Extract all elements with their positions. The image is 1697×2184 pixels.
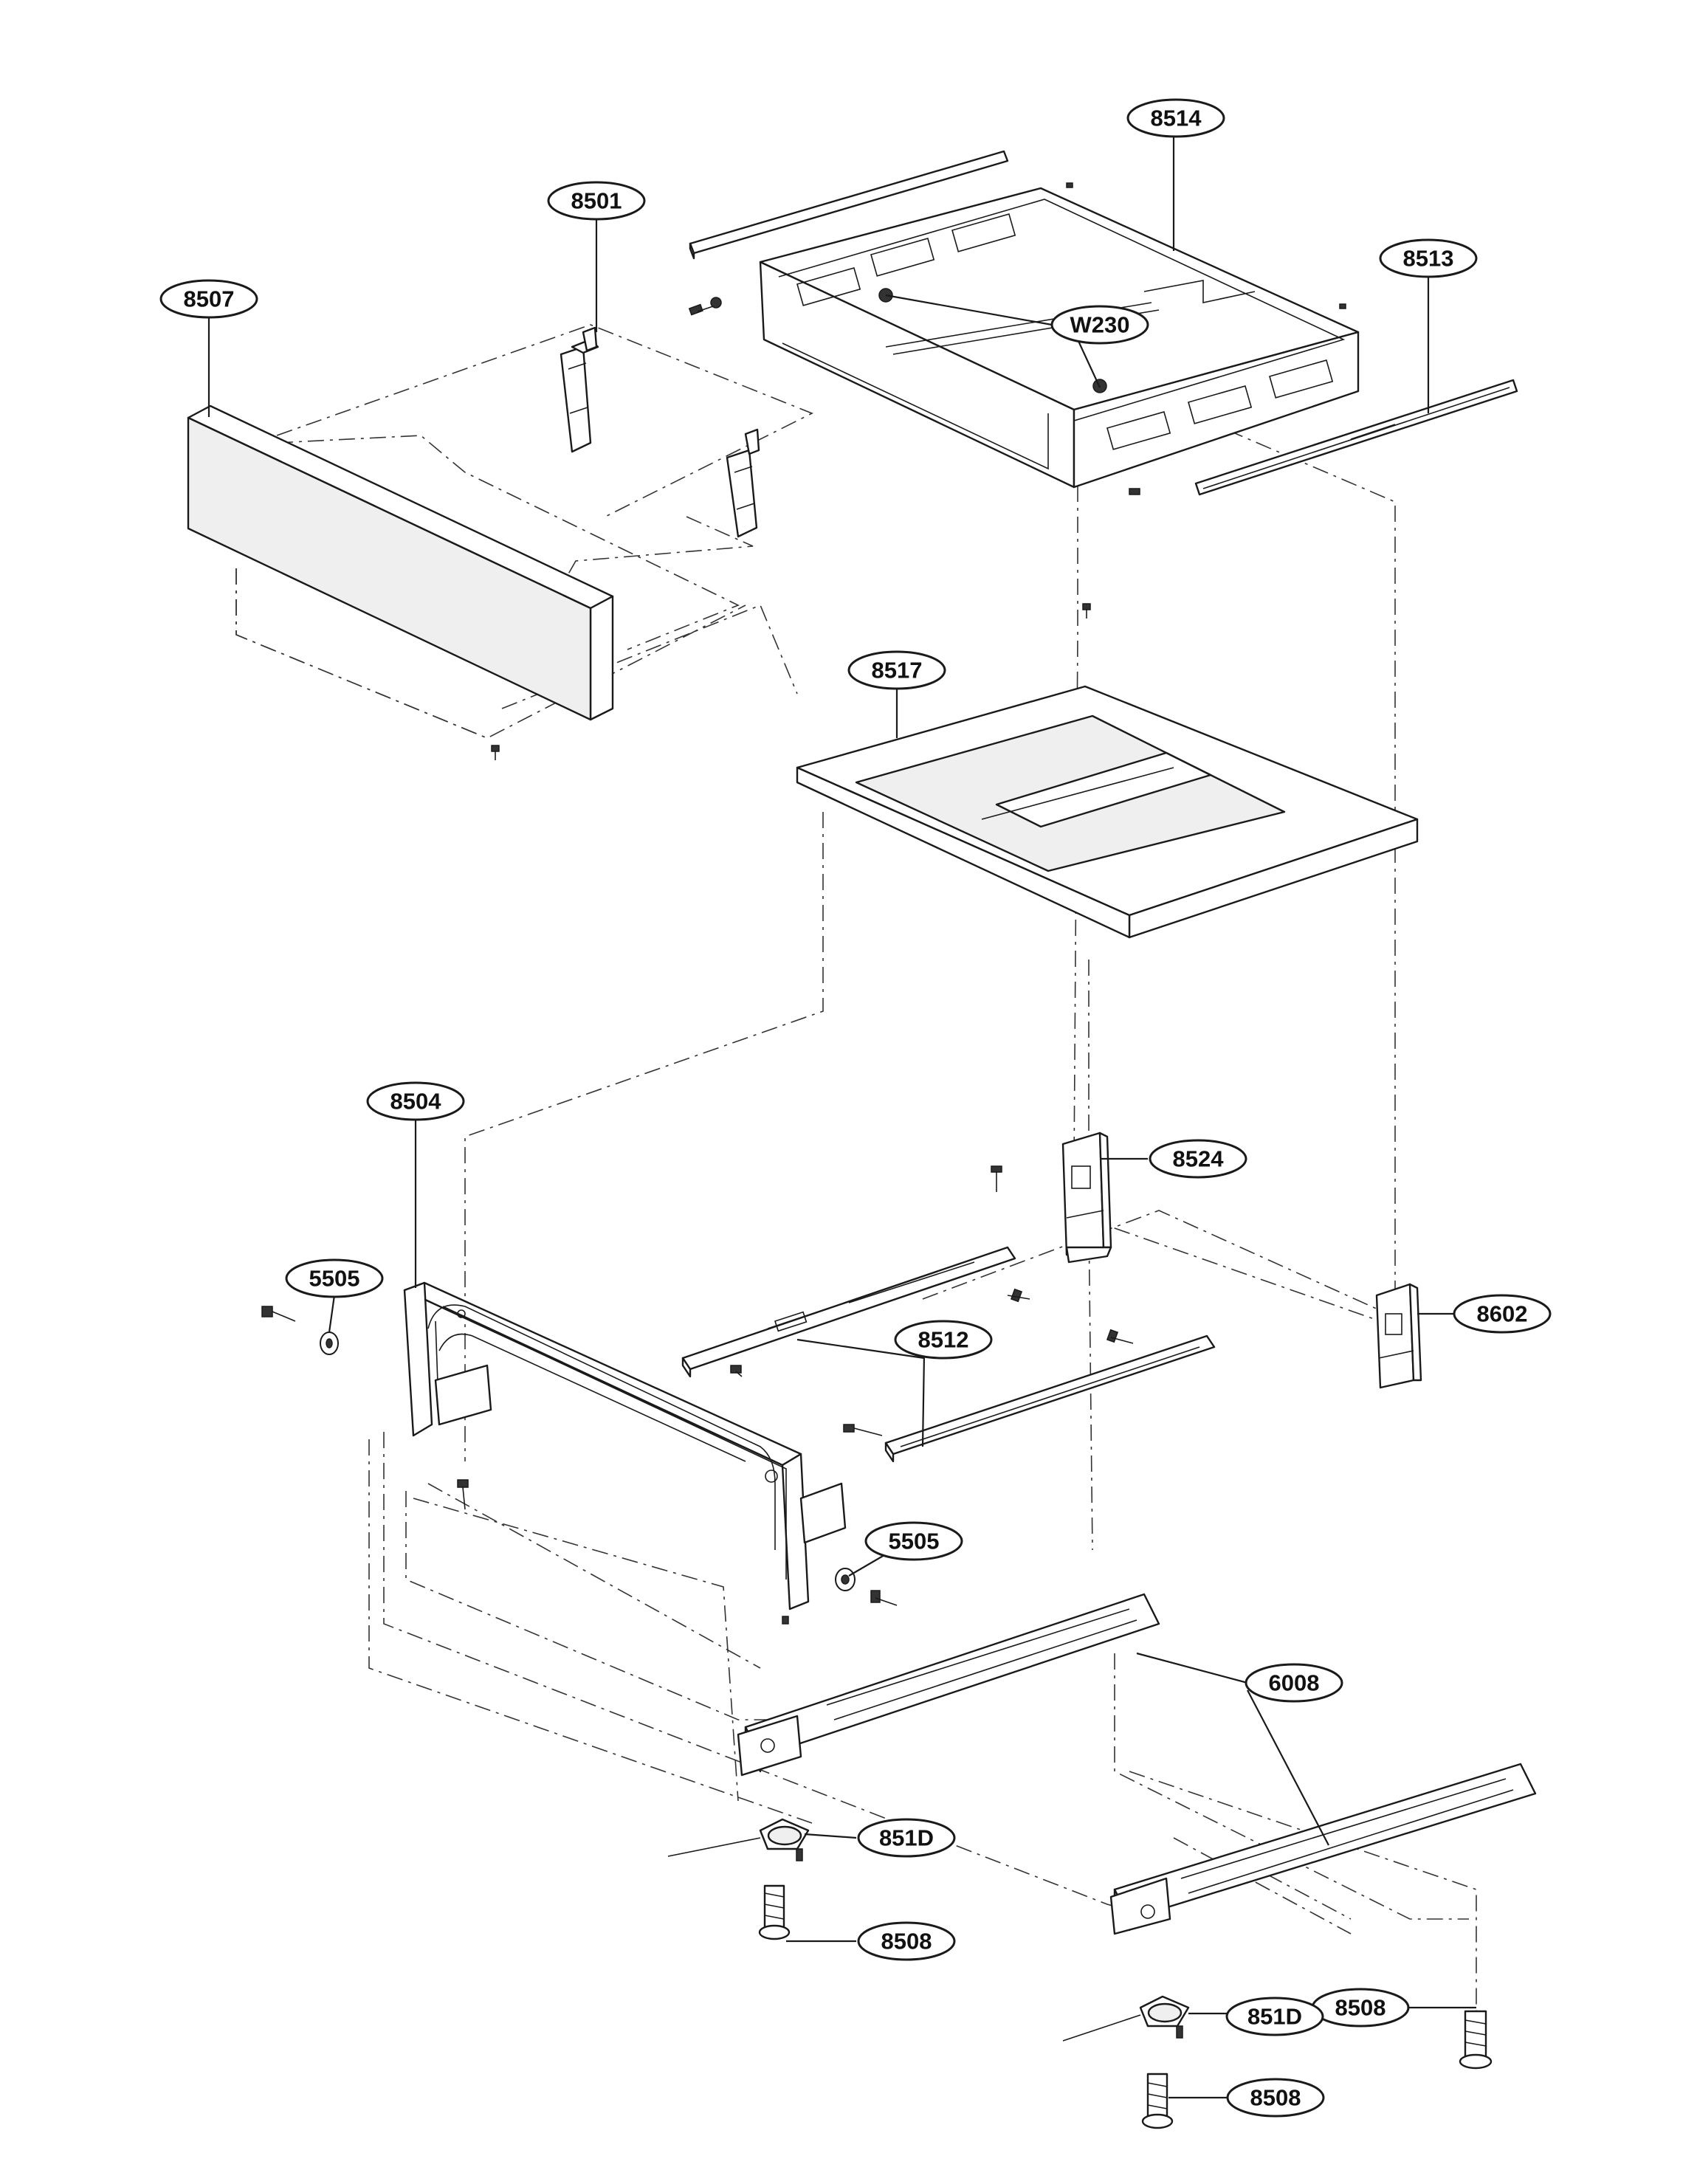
callout-8517: 8517: [847, 650, 946, 690]
svg-text:8524: 8524: [1173, 1146, 1225, 1172]
base-rail-right: [1109, 1763, 1537, 1935]
svg-text:8514: 8514: [1151, 106, 1202, 131]
screw-icon: [457, 1479, 469, 1510]
callout-8507: 8507: [159, 279, 258, 319]
leveling-foot-left: [758, 1884, 791, 1940]
screw-icon: [843, 1424, 883, 1436]
callout-8504: 8504: [366, 1081, 465, 1121]
svg-text:8508: 8508: [1250, 2085, 1301, 2111]
screw-icon: [991, 1165, 1002, 1192]
svg-text:8508: 8508: [1335, 1995, 1386, 2021]
callout-8602: 8602: [1453, 1294, 1552, 1334]
leveling-foot-right-rear: [1459, 2010, 1493, 2070]
leader-lines: [207, 134, 1476, 2099]
callout-w230: W230: [1050, 305, 1149, 345]
screw-icon: [1176, 2025, 1183, 2039]
svg-text:5505: 5505: [309, 1266, 360, 1292]
screw-icon: [1106, 1329, 1134, 1344]
screw-icon: [796, 1848, 803, 1861]
svg-text:8507: 8507: [184, 286, 235, 312]
callout-8508-left: 8508: [857, 1921, 956, 1961]
svg-text:8602: 8602: [1477, 1301, 1528, 1327]
screw-icon: [1339, 303, 1346, 309]
callout-851d-right: 851D: [1225, 1997, 1324, 2036]
callout-8508-right-front: 8508: [1226, 2078, 1325, 2118]
screw-icon: [1129, 488, 1140, 495]
drawer-tub: [759, 187, 1360, 489]
svg-text:8501: 8501: [571, 188, 622, 214]
drawer-front-panel: [187, 404, 614, 739]
drawer-hinge-brackets: [560, 326, 760, 538]
callout-851d-left: 851D: [857, 1818, 956, 1858]
svg-text:8517: 8517: [872, 658, 923, 683]
svg-text:8508: 8508: [881, 1929, 932, 1954]
callout-8501: 8501: [547, 181, 646, 221]
callout-8508-right-rear: 8508: [1311, 1988, 1410, 2028]
svg-text:8504: 8504: [390, 1089, 442, 1115]
washer-icon: [835, 1568, 856, 1591]
callout-8512: 8512: [894, 1320, 993, 1360]
screw-icon: [730, 1365, 743, 1377]
callout-8513: 8513: [1379, 238, 1478, 278]
callout-5505-right: 5505: [864, 1521, 963, 1561]
leveler-bracket-right: [1062, 1995, 1190, 2042]
assembly-guide-lines: [235, 324, 1477, 2045]
leveling-foot-right-front: [1141, 2073, 1174, 2129]
svg-text:5505: 5505: [889, 1529, 940, 1554]
screw-icon: [1066, 182, 1073, 188]
screw-icon: [782, 1616, 789, 1625]
svg-text:851D: 851D: [1247, 2004, 1302, 2030]
screw-icon: [261, 1306, 296, 1322]
drawer-top-rail-left: [689, 150, 1009, 260]
screw-icon: [710, 297, 722, 309]
screw-icon: [491, 745, 500, 760]
screws: [261, 182, 1346, 2039]
callout-5505-left: 5505: [285, 1258, 384, 1298]
svg-text:6008: 6008: [1269, 1670, 1320, 1696]
svg-text:8512: 8512: [918, 1327, 969, 1353]
rear-bracket-8524: [1061, 1131, 1112, 1264]
screw-icon: [1007, 1288, 1030, 1303]
svg-text:8513: 8513: [1403, 246, 1454, 272]
drawer-side-rail-8513: [1194, 379, 1518, 496]
callout-8514: 8514: [1126, 98, 1225, 138]
slide-rails: [681, 1246, 1216, 1463]
callout-6008: 6008: [1245, 1663, 1343, 1703]
front-frame: [403, 1281, 847, 1611]
washer-icon: [320, 1332, 339, 1355]
svg-text:851D: 851D: [879, 1825, 934, 1851]
screw-icon: [1082, 603, 1091, 619]
rear-bracket-8602: [1375, 1283, 1422, 1389]
base-plate: [796, 685, 1419, 939]
callout-8524: 8524: [1149, 1139, 1247, 1179]
leveler-bracket-left: [667, 1818, 810, 1857]
screw-icon: [870, 1590, 898, 1606]
base-rail-left: [737, 1593, 1160, 1777]
svg-text:W230: W230: [1070, 312, 1130, 338]
